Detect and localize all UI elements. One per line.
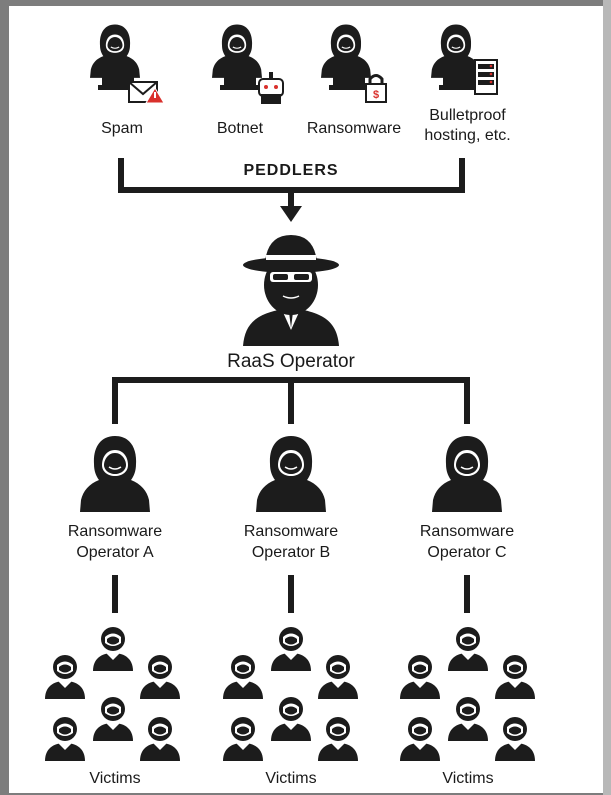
operator-a-label: Ransomware Operator A [67,523,163,561]
peddler-label-spam: Spam [101,120,143,137]
arrow-down-icon [280,206,302,222]
operator-a-icon [80,435,150,513]
operator-c-label: Ransomware Operator C [419,523,515,561]
raas-operator-label: RaaS Operator [227,351,355,372]
spy-icon [243,235,339,346]
operator-c-icon [432,435,502,513]
frame-shadow [603,0,611,795]
operator-b-icon [256,435,326,513]
hosting-hacker-icon [431,23,498,95]
operator-b-label: Ransomware Operator B [243,523,339,561]
ransomware-hacker-icon: $ [321,23,387,103]
victims-label-c: Victims [442,770,494,787]
botnet-hacker-icon [212,23,284,104]
victims-group-b [223,627,358,761]
connector-lines [112,158,470,613]
victims-label-a: Victims [89,770,141,787]
victims-group-c [400,627,535,761]
peddler-label-hosting: Bulletproof hosting, etc. [424,107,511,144]
spam-hacker-icon [90,23,165,104]
victims-label-b: Victims [265,770,317,787]
victims-group-a [45,627,180,761]
svg-text:$: $ [373,89,379,101]
peddlers-title: PEDDLERS [243,162,339,179]
peddler-label-botnet: Botnet [216,120,264,137]
peddler-label-ransomware: Ransomware [306,120,402,137]
